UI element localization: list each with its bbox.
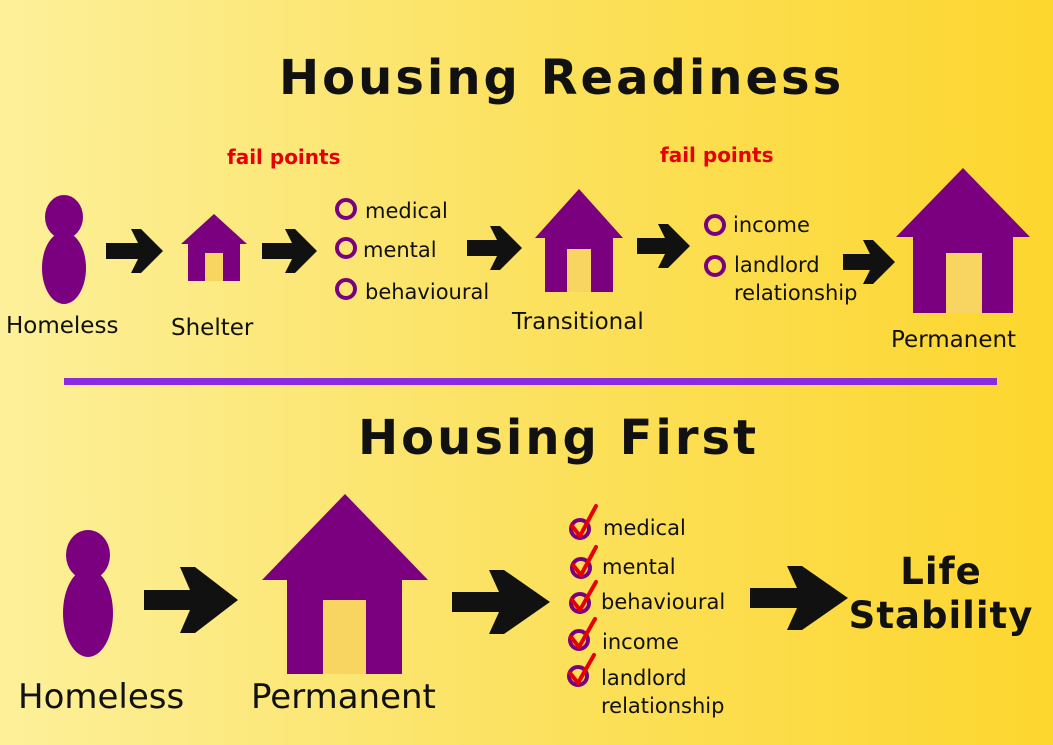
support-item: income [602, 630, 679, 654]
readiness-title: Housing Readiness [279, 50, 845, 106]
house-icon [896, 168, 1030, 313]
stage-label-shelter: Shelter [171, 315, 254, 341]
stage-label-homeless: Homeless [18, 677, 185, 717]
support-item: relationship [601, 694, 725, 718]
arrow-right-icon [750, 566, 848, 630]
section-divider [64, 378, 997, 385]
support-item: behavioural [601, 590, 726, 614]
arrow-right-icon [467, 226, 522, 270]
check-icon [568, 617, 597, 651]
outcome-line: Life [900, 550, 982, 593]
check-icon [569, 504, 598, 540]
arrow-right-icon [106, 229, 163, 273]
person-icon [42, 195, 86, 304]
check-icon [570, 545, 598, 579]
person-icon [63, 530, 113, 657]
fail-point-item: behavioural [365, 280, 490, 304]
stage-label-permanent: Permanent [891, 327, 1017, 353]
arrow-right-icon [843, 240, 895, 284]
arrow-right-icon [452, 570, 550, 634]
circle-icon [704, 255, 726, 277]
circle-icon [704, 214, 726, 236]
fail-point-item: mental [363, 238, 437, 262]
outcome-line: Stability [848, 594, 1034, 637]
house-icon [262, 494, 428, 674]
circle-icon [335, 278, 357, 300]
circle-icon [335, 237, 357, 259]
support-item: landlord [601, 666, 687, 690]
fail-point-item: relationship [734, 281, 858, 305]
fail-point-item: medical [365, 199, 448, 223]
arrow-right-icon [144, 567, 238, 633]
house-icon [535, 189, 623, 292]
arrow-right-icon [262, 229, 317, 273]
support-item: mental [602, 555, 676, 579]
fail-points-label: fail points [660, 143, 774, 167]
check-icon [567, 653, 596, 687]
fail-point-item: landlord [734, 253, 820, 277]
stage-label-homeless: Homeless [6, 313, 119, 339]
check-icon [569, 580, 598, 614]
first-title: Housing First [358, 410, 760, 466]
support-item: medical [603, 516, 686, 540]
fail-points-label: fail points [227, 145, 341, 169]
outcome-label: Life Stability [847, 550, 1035, 638]
house-icon [181, 214, 247, 281]
fail-point-item: income [733, 213, 810, 237]
stage-label-transitional: Transitional [512, 309, 644, 335]
circle-icon [335, 198, 357, 220]
stage-label-permanent: Permanent [251, 677, 436, 717]
arrow-right-icon [637, 224, 690, 268]
